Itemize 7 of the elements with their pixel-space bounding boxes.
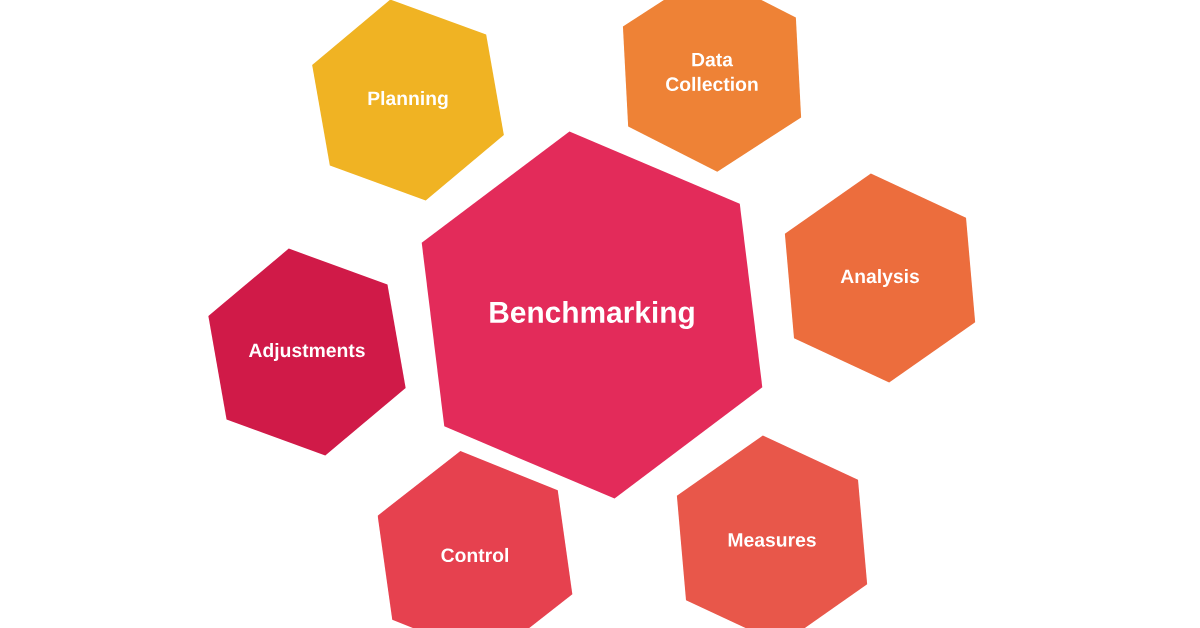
hexagon: Adjustments [208, 248, 406, 456]
hexagon: Control [377, 451, 573, 628]
hexagon: Analysis [784, 173, 976, 383]
hexagon: Measures [676, 435, 868, 628]
hexagon: Data Collection [622, 0, 802, 172]
hexagon: Planning [312, 0, 504, 201]
hexagon: Benchmarking [421, 131, 763, 499]
